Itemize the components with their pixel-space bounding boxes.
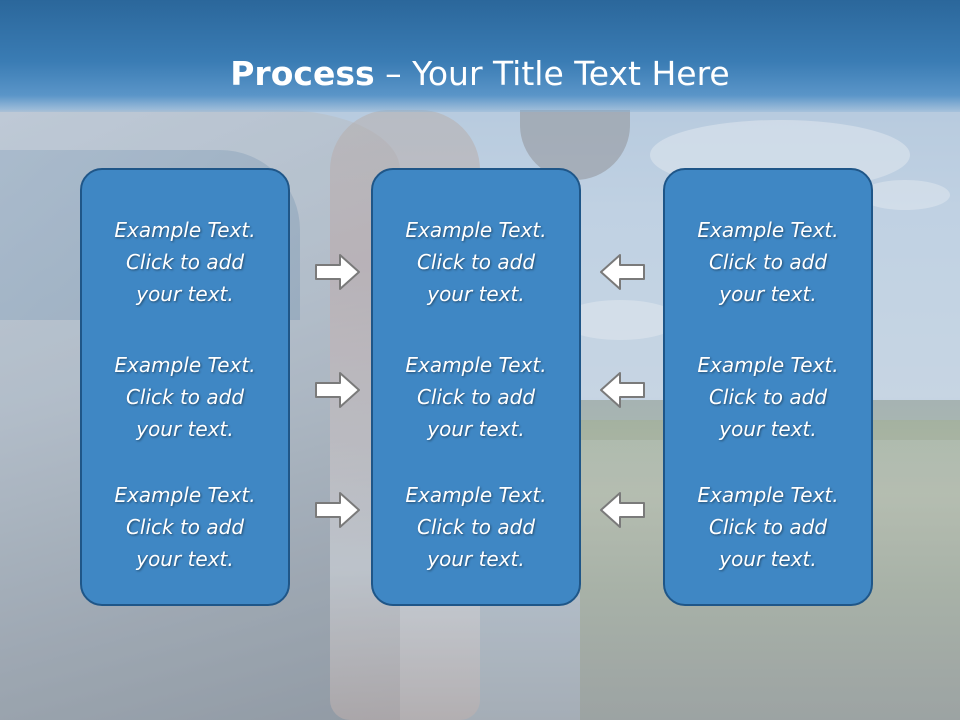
box-text[interactable]: Example Text. Click to add your text. [665,214,871,310]
text-line: Click to add [125,250,245,274]
arrow-left-icon[interactable] [598,252,646,292]
text-line: Click to add [708,250,828,274]
text-line: Example Text. [697,483,839,507]
text-line: Click to add [416,250,536,274]
arrow-right-icon[interactable] [314,490,362,530]
arrow-right-icon[interactable] [314,252,362,292]
box-text[interactable]: Example Text. Click to add your text. [665,349,871,445]
process-box-right[interactable]: Example Text. Click to add your text. Ex… [663,168,873,606]
text-line: your text. [427,547,525,571]
text-line: your text. [136,282,234,306]
box-text[interactable]: Example Text. Click to add your text. [373,349,579,445]
title-bold: Process [230,54,375,93]
header-bar [0,0,960,112]
arrow-left-icon[interactable] [598,370,646,410]
text-line: Example Text. [405,218,547,242]
text-line: your text. [136,547,234,571]
box-text[interactable]: Example Text. Click to add your text. [373,214,579,310]
arrow-right-icon[interactable] [314,370,362,410]
title-rest: – Your Title Text Here [374,54,730,93]
arrow-left-icon[interactable] [598,490,646,530]
text-line: Click to add [125,385,245,409]
slide-title[interactable]: Process – Your Title Text Here [0,52,960,96]
text-line: Example Text. [114,483,256,507]
text-line: your text. [427,417,525,441]
text-line: Example Text. [405,353,547,377]
text-line: Example Text. [114,218,256,242]
text-line: Click to add [708,385,828,409]
text-line: Example Text. [114,353,256,377]
text-line: Click to add [416,385,536,409]
process-box-left[interactable]: Example Text. Click to add your text. Ex… [80,168,290,606]
process-box-middle[interactable]: Example Text. Click to add your text. Ex… [371,168,581,606]
text-line: your text. [427,282,525,306]
background-cloud [860,180,950,210]
text-line: Click to add [125,515,245,539]
text-line: your text. [719,547,817,571]
text-line: Click to add [416,515,536,539]
box-text[interactable]: Example Text. Click to add your text. [665,479,871,575]
text-line: Example Text. [405,483,547,507]
text-line: your text. [719,282,817,306]
box-text[interactable]: Example Text. Click to add your text. [82,214,288,310]
text-line: Example Text. [697,353,839,377]
text-line: your text. [136,417,234,441]
text-line: your text. [719,417,817,441]
text-line: Click to add [708,515,828,539]
box-text[interactable]: Example Text. Click to add your text. [82,349,288,445]
box-text[interactable]: Example Text. Click to add your text. [82,479,288,575]
box-text[interactable]: Example Text. Click to add your text. [373,479,579,575]
text-line: Example Text. [697,218,839,242]
